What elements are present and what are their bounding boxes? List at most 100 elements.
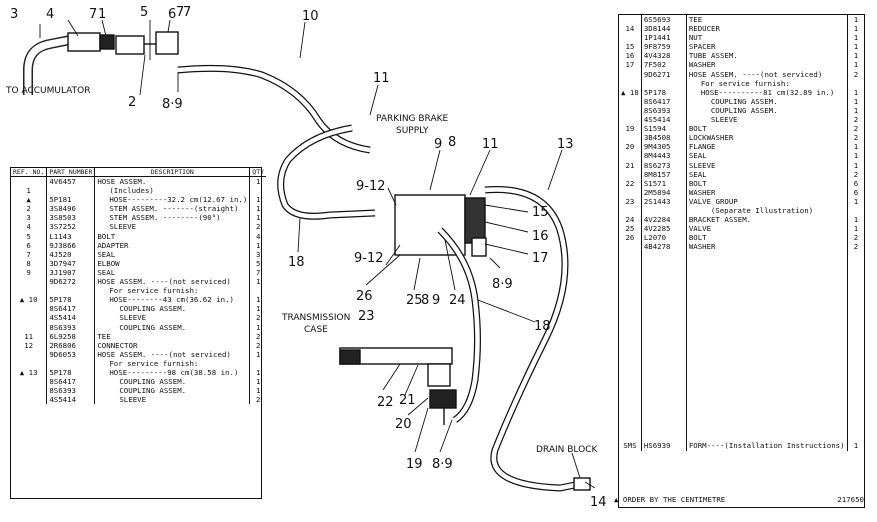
cell-part: 9M4305 [641,142,687,152]
cell-part: 5P181 [46,195,96,205]
callout-19: 19 [406,457,423,472]
cell-qty: 2 [853,169,859,179]
callout-4: 4 [46,7,54,22]
cell-qty: 1 [255,349,261,359]
cell-desc: HOSE--------43 cm(36.62 in.) [94,295,251,305]
cell-ref [11,313,48,323]
header-qty: QTY [249,168,267,177]
cell-qty: 1 [853,24,859,34]
cell-ref [11,349,48,359]
cell-ref: 11 [11,331,48,341]
cell-part: 5P178 [46,295,96,305]
cell-desc: WASHER [686,187,849,197]
cell-qty: 5 [255,258,261,268]
cell-part: 4V4328 [641,51,687,61]
cell-desc: COUPLING ASSEM. [94,386,251,396]
label-to-accumulator: TO ACCUMULATOR [5,86,90,96]
cell-part: S1594 [641,124,687,134]
cell-desc: For service furnish: [94,286,251,296]
cell-part: 3S8503 [46,213,96,223]
cell-part: 1P1441 [641,33,687,43]
callout-9-12a: 9-12 [356,179,386,194]
label-supply: SUPPLY [396,126,429,136]
cell-desc: HOSE---------32.2 cm(12.67 in.) [94,195,251,205]
callout-8-9b: 8·9 [492,277,513,292]
cell-ref: 1 [11,186,48,196]
header-desc: DESCRIPTION [94,168,251,177]
cell-desc: FORM----(Installation Instructions) [686,441,849,451]
parts-table-left: REF. NO. PART NUMBER DESCRIPTION QTY 4V6… [10,167,267,499]
cell-part: L1143 [46,231,96,241]
cell-ref: 24 [619,215,642,225]
cell-desc: SPACER [686,42,849,52]
cell-desc: VALVE GROUP [686,196,849,206]
cell-qty [250,286,266,295]
header-ref: REF. NO. [11,168,48,177]
cell-ref [619,105,642,116]
cell-ref: 20 [619,142,642,152]
cell-ref: 9 [11,267,48,278]
order-note: ▲ ORDER BY THE CENTIMETRE [614,495,726,504]
callout-22: 22 [377,395,394,410]
cell-ref: 23 [619,196,642,206]
cell-ref: 5 [11,231,48,241]
callout-8-9a: 8·9 [162,97,183,112]
cell-part [641,205,687,216]
cell-desc: ELBOW [94,258,251,268]
cell-ref [11,176,48,187]
cell-part: 8S6393 [46,322,96,332]
cell-ref: ▲ 10 [11,295,48,305]
cell-desc: COUPLING ASSEM. [94,377,251,387]
cell-ref: 17 [619,60,642,70]
table-row: 1 (Includes) [11,186,266,196]
cell-part: 4S5414 [46,395,96,405]
cell-qty: 1 [255,377,261,387]
hose-stem [67,32,101,52]
cell-part: 3D7947 [46,258,96,268]
cell-desc: TEE [686,15,849,25]
cell-ref: 15 [619,42,642,52]
cell-desc: For service furnish: [686,78,849,88]
callout-10: 10 [302,9,319,24]
cell-part [46,358,96,368]
callout-9: 9 [434,137,442,152]
cell-part: 4J520 [46,249,96,259]
table-row: For service furnish: [11,358,266,368]
callout-18a: 18 [288,255,305,270]
cell-qty: 1 [853,42,859,52]
cell-desc: BOLT [94,231,251,241]
cell-ref: ▲ [11,195,48,205]
cell-qty [848,206,865,215]
cell-desc: WASHER [686,242,849,252]
cell-part: 8S6417 [46,304,96,314]
cell-ref [11,304,48,314]
cell-desc: WASHER [686,60,849,70]
cell-qty: 1 [255,195,261,205]
drawing-code: 217650 [837,495,864,504]
cell-qty [250,186,266,195]
callout-14: 14 [590,495,607,510]
callout-21: 21 [399,393,416,408]
cell-ref [11,322,48,332]
cell-part: 2M5894 [641,187,687,197]
callout-8-9c: 8·9 [432,457,453,472]
cell-desc: SLEEVE [94,395,251,405]
callout-7: 7 [89,7,97,22]
cell-part: 9D6272 [46,277,96,287]
cell-part: 3B4508 [641,133,687,143]
callout-18b: 18 [534,319,551,334]
callout-15: 15 [532,205,549,220]
cell-ref: 2 [11,204,48,214]
cell-desc: (Includes) [94,186,251,196]
cell-qty: 1 [255,386,261,396]
cell-qty: 6 [853,178,859,188]
cell-desc: BOLT [686,124,849,134]
cell-qty: 1 [853,160,859,170]
